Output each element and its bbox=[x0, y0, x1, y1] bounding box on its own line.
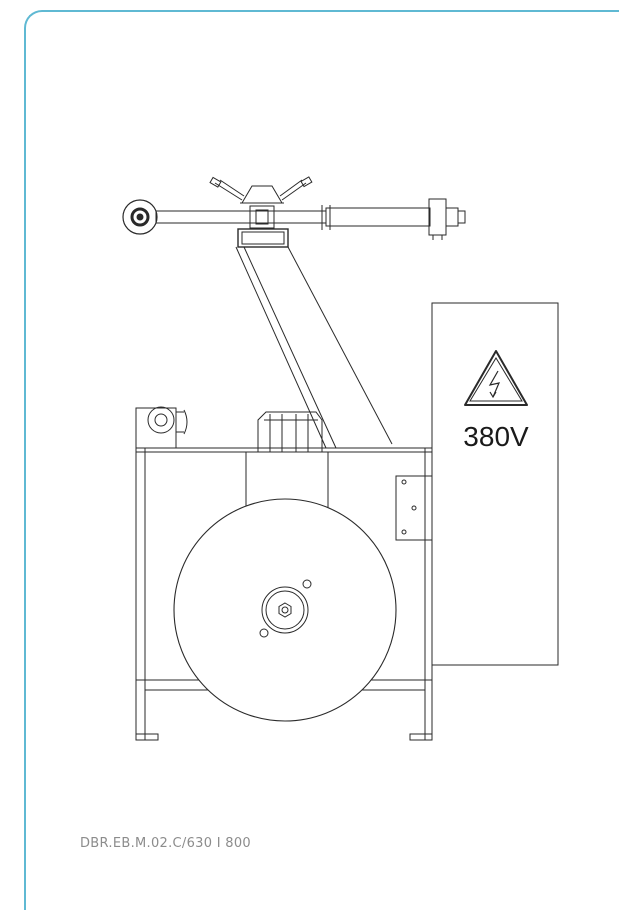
machine-drawing bbox=[122, 176, 559, 741]
panel-labels: 380V bbox=[463, 421, 529, 452]
spool-reel bbox=[173, 498, 397, 722]
electrical-panel bbox=[431, 302, 559, 666]
model-code-caption: DBR.EB.M.02.C/630 I 800 bbox=[80, 836, 251, 851]
high-voltage-warning-icon bbox=[464, 350, 528, 406]
diagonal-support-tube bbox=[235, 246, 393, 449]
machine-body bbox=[135, 406, 433, 741]
top-arm-assembly bbox=[122, 176, 466, 248]
page-frame bbox=[24, 10, 619, 910]
voltage-label: 380V bbox=[463, 421, 529, 452]
